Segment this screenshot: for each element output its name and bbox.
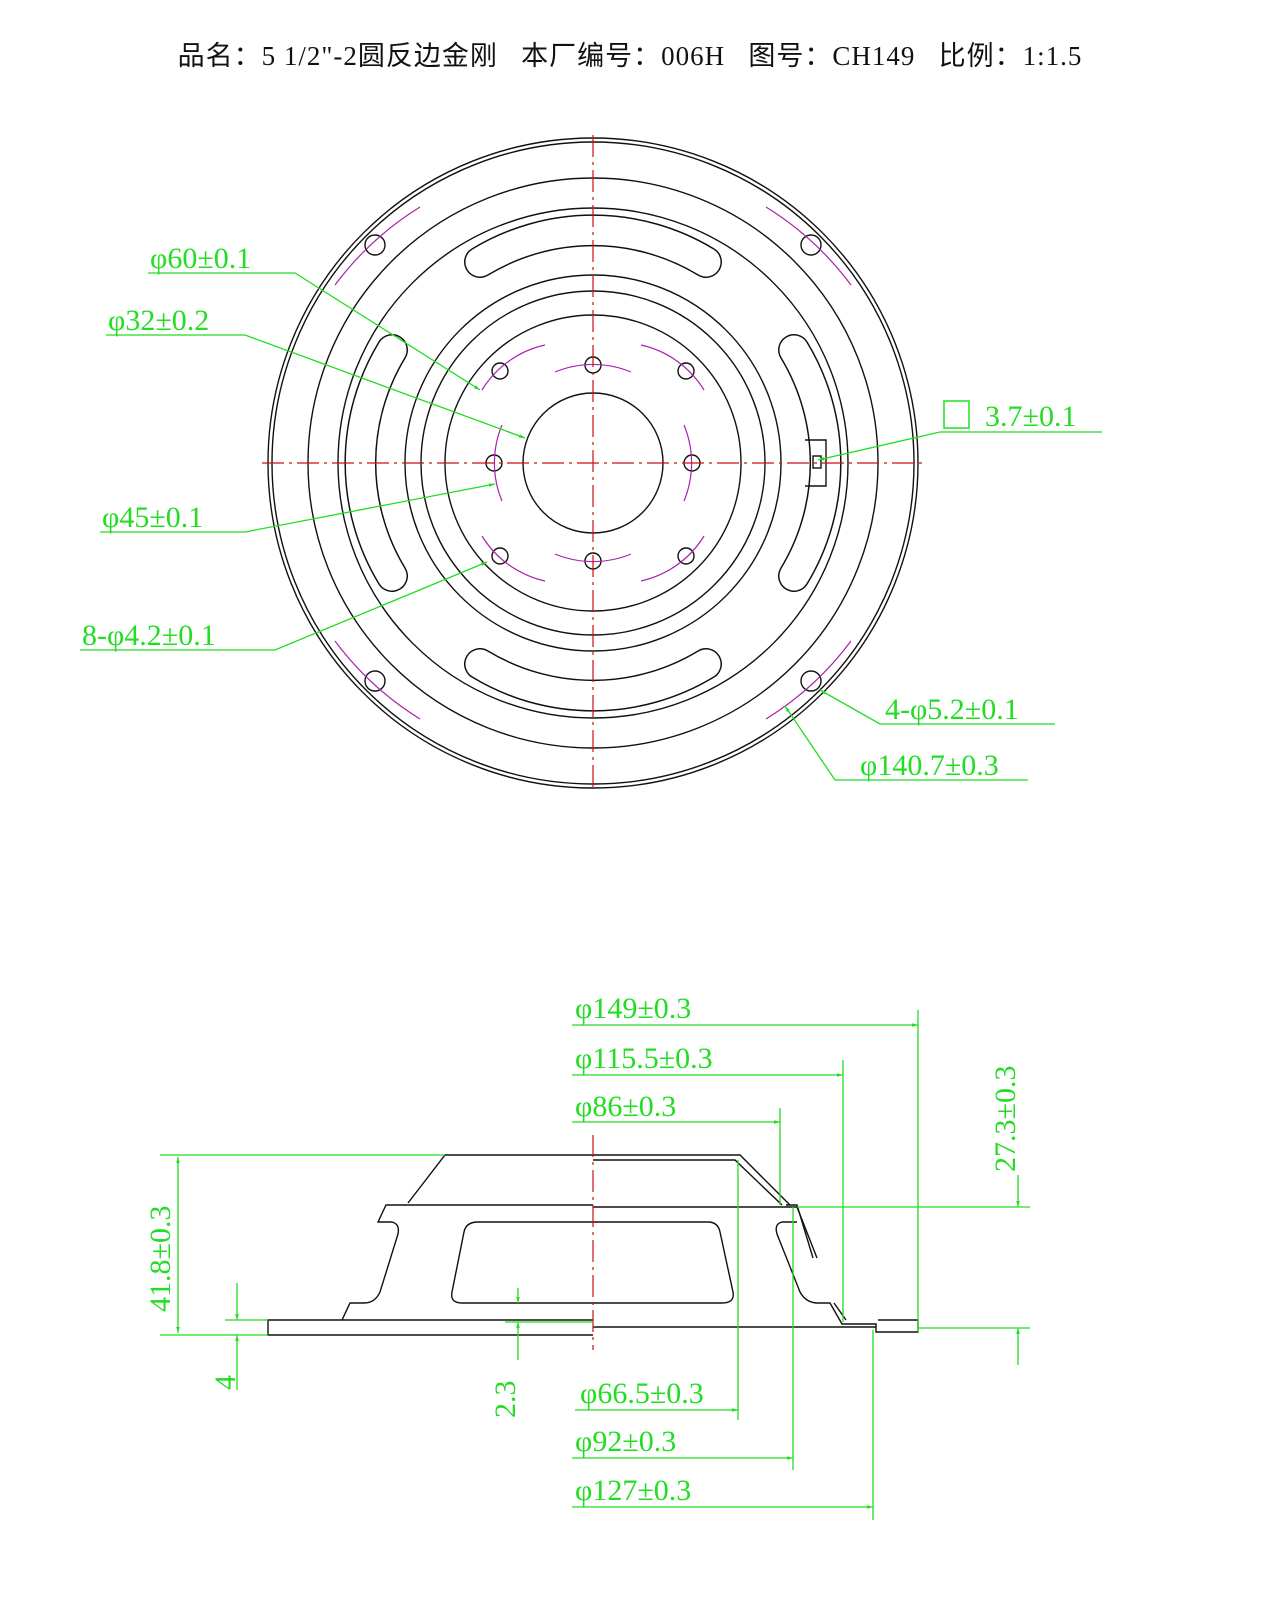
dim-holes8: 8-φ4.2±0.1 — [82, 619, 216, 652]
dim-d115: φ115.5±0.3 — [575, 1042, 713, 1075]
dim-d45: φ45±0.1 — [102, 501, 203, 534]
dim-holes4: 4-φ5.2±0.1 — [885, 693, 1019, 726]
dim-h41: 41.8±0.3 — [144, 1206, 177, 1312]
terminal-square-hole — [812, 455, 822, 469]
dim-d92: φ92±0.3 — [575, 1425, 676, 1458]
dim-d140: φ140.7±0.3 — [860, 749, 999, 782]
square-icon — [943, 400, 970, 429]
dim-h23: 2.3 — [489, 1381, 522, 1419]
dim-d60: φ60±0.1 — [150, 242, 251, 275]
side-view: φ149±0.3 φ115.5±0.3 φ86±0.3 φ66.5±0.3 φ9… — [144, 992, 1030, 1520]
side-dimensions: φ149±0.3 φ115.5±0.3 φ86±0.3 φ66.5±0.3 φ9… — [144, 992, 1030, 1520]
dim-d149: φ149±0.3 — [575, 992, 691, 1025]
dim-d32: φ32±0.2 — [108, 304, 209, 337]
dim-h4: 4 — [209, 1375, 242, 1390]
mounting-holes-4 — [364, 234, 822, 692]
dim-h27: 27.3±0.3 — [989, 1066, 1022, 1172]
top-view: φ60±0.1 φ32±0.2 φ45±0.1 8-φ4.2±0.1 3.7±0… — [80, 135, 1102, 792]
side-window — [451, 1221, 734, 1304]
dim-d127: φ127±0.3 — [575, 1474, 691, 1507]
drawing-title: 品名：5 1/2"-2圆反边金刚 本厂编号：006H 图号：CH149 比例：1… — [177, 41, 1083, 71]
top-dimensions: φ60±0.1 φ32±0.2 φ45±0.1 8-φ4.2±0.1 3.7±0… — [80, 242, 1102, 782]
pitch-circle-arcs — [334, 206, 852, 720]
dim-d66: φ66.5±0.3 — [580, 1377, 704, 1410]
dim-d86: φ86±0.3 — [575, 1090, 676, 1123]
dim-square: 3.7±0.1 — [985, 400, 1076, 433]
